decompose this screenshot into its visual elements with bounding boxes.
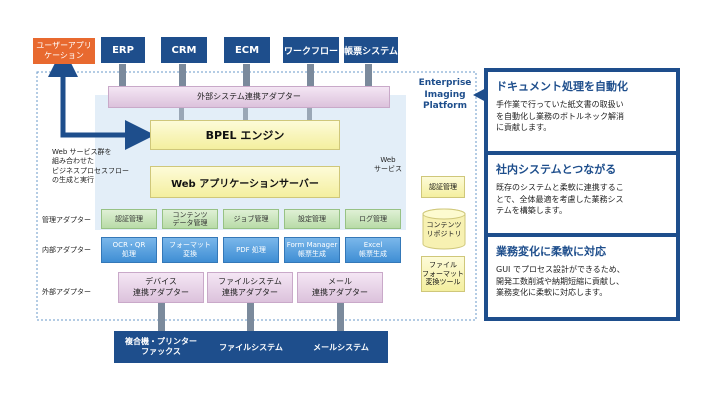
platform-line2: Imaging bbox=[424, 89, 466, 100]
external-adapter-device-line2: 連携アダプター bbox=[133, 287, 189, 297]
feature-card-integration: 社内システムとつながる 既存のシステムと柔軟に連携するこ とで、全体最適を考慮し… bbox=[488, 155, 676, 233]
system-crm: CRM bbox=[161, 37, 207, 63]
web-service-note: Web サービス群を 組み合わせた ビジネスプロセスフロー の生成と実行 bbox=[52, 148, 152, 186]
user-app-line1: ユーザーアプリ bbox=[36, 41, 92, 50]
external-system-adapter-bar: 外部システム連携アダプター bbox=[108, 86, 390, 108]
platform-line1: Enterprise bbox=[418, 78, 472, 88]
external-adapter-mail-line2: 連携アダプター bbox=[312, 287, 368, 297]
feature-card-flexibility: 業務変化に柔軟に対応 GUI でプロセス設計ができるため、 開発工数削減や納期短… bbox=[488, 237, 676, 317]
web-service-label: Web サービス bbox=[370, 152, 406, 178]
external-adapter-mail-line1: メール bbox=[328, 277, 352, 287]
internal-adapter-formmanager-line1: Form Manager bbox=[286, 241, 338, 250]
feature-automation-line2: を自動化し業務のボトルネック解消 bbox=[496, 111, 624, 121]
internal-adapter-format-line1: フォーマット bbox=[169, 241, 211, 250]
feature-integration-line1: 既存のシステムと柔軟に連携するこ bbox=[496, 183, 624, 192]
mgmt-adapter-auth-text: 認証管理 bbox=[115, 214, 143, 223]
mgmt-adapter-content-line1: コンテンツ bbox=[172, 210, 208, 219]
system-ecm: ECM bbox=[224, 37, 270, 63]
internal-adapter-format-line2: 変換 bbox=[183, 250, 197, 258]
internal-adapter-ocr-line1: OCR・QR bbox=[112, 241, 146, 250]
external-adapter-filesystem: ファイルシステム連携アダプター bbox=[207, 272, 293, 303]
feature-title-flexibility: 業務変化に柔軟に対応 bbox=[496, 245, 606, 258]
external-adapter-filesystem-line1: ファイルシステム bbox=[218, 277, 282, 287]
mgmt-adapter-job: ジョブ管理 bbox=[223, 209, 279, 229]
feature-title-integration: 社内システムとつながる bbox=[496, 163, 617, 176]
internal-adapter-pdf-text: PDF 処理 bbox=[236, 245, 266, 254]
internal-adapter-label: 内部アダプター bbox=[42, 246, 91, 254]
bottom-system-filesystem: ファイルシステム bbox=[204, 331, 298, 363]
external-adapter-mail: メール連携アダプター bbox=[297, 272, 383, 303]
external-adapter-filesystem-line2: 連携アダプター bbox=[221, 287, 278, 297]
platform-background bbox=[95, 95, 406, 230]
web-note-line4: の生成と実行 bbox=[52, 176, 94, 185]
bpel-engine: BPEL エンジン bbox=[150, 120, 340, 150]
web-service-line2: サービス bbox=[374, 165, 402, 173]
web-note-line1: Web サービス群を bbox=[52, 148, 112, 156]
feature-card-automation: ドキュメント処理を自動化 手作業で行っていた紙文書の取扱い を自動化し業務のボト… bbox=[488, 72, 676, 151]
converter-line1: ファイル bbox=[429, 260, 457, 269]
web-application-server: Web アプリケーションサーバー bbox=[150, 166, 340, 198]
feature-automation-line3: に貢献します。 bbox=[496, 123, 552, 133]
format-converter-box: ファイルフォーマット変換ツール bbox=[421, 256, 465, 292]
bottom-system-mfp: 複合機・プリンターファックス bbox=[114, 331, 208, 363]
system-workflow: ワークフロー bbox=[283, 37, 339, 63]
feature-flexibility-line3: 業務変化に柔軟に対応します。 bbox=[496, 288, 608, 298]
converter-line2: フォーマット bbox=[422, 269, 464, 278]
repository-cylinder bbox=[422, 208, 466, 250]
repository-line1: コンテンツ bbox=[426, 220, 462, 229]
web-note-line3: ビジネスプロセスフロー bbox=[52, 166, 129, 175]
mgmt-adapter-content-line2: データ管理 bbox=[172, 219, 208, 227]
mgmt-adapter-log-text: ログ管理 bbox=[359, 214, 387, 223]
feature-flexibility-line2: 開発工数削減や納期短縮に貢献し、 bbox=[496, 276, 624, 286]
feature-integration-line2: とで、全体最適を考慮した業務シス bbox=[496, 194, 624, 204]
internal-adapter-pdf: PDF 処理 bbox=[223, 237, 279, 263]
mgmt-adapter-label: 管理アダプター bbox=[42, 216, 91, 224]
external-adapter-label: 外部アダプター bbox=[42, 288, 91, 296]
bottom-system-mfp-line1: 複合機・プリンター bbox=[125, 336, 197, 346]
feature-flexibility-line1: GUI でプロセス設計ができるため、 bbox=[496, 265, 625, 274]
platform-boundary bbox=[36, 71, 477, 321]
internal-adapter-excel-line2: 帳票生成 bbox=[359, 250, 387, 258]
mgmt-adapter-content: コンテンツデータ管理 bbox=[162, 209, 218, 229]
mgmt-adapter-job-text: ジョブ管理 bbox=[233, 214, 269, 223]
internal-adapter-format: フォーマット変換 bbox=[162, 237, 218, 263]
user-app-line2: ケーション bbox=[44, 51, 84, 60]
platform-label: Enterprise Imaging Platform bbox=[414, 78, 476, 113]
internal-adapter-ocr-line2: 処理 bbox=[121, 250, 136, 258]
bottom-system-mfp-line2: ファックス bbox=[141, 347, 181, 356]
feature-automation-line1: 手作業で行っていた紙文書の取扱い bbox=[496, 100, 624, 109]
platform-line3: Platform bbox=[423, 101, 467, 112]
feature-integration-line3: テムを構築します。 bbox=[496, 206, 567, 216]
feature-title-automation: ドキュメント処理を自動化 bbox=[496, 80, 628, 93]
mgmt-adapter-auth: 認証管理 bbox=[101, 209, 157, 229]
external-adapter-device: デバイス連携アダプター bbox=[118, 272, 204, 303]
external-adapter-device-line1: デバイス bbox=[145, 277, 177, 287]
system-erp: ERP bbox=[101, 37, 145, 63]
repository-label: コンテンツリポジトリ bbox=[421, 216, 467, 244]
mgmt-adapter-settings-text: 設定管理 bbox=[298, 214, 326, 223]
converter-line3: 変換ツール bbox=[425, 278, 461, 287]
bottom-system-mail: メールシステム bbox=[294, 331, 388, 363]
right-auth-box: 認証管理 bbox=[421, 176, 465, 198]
mgmt-adapter-log: ログ管理 bbox=[345, 209, 401, 229]
internal-adapter-excel-line1: Excel bbox=[363, 241, 383, 250]
user-application-box: ユーザーアプリ ケーション bbox=[33, 38, 95, 64]
web-note-line2: 組み合わせた bbox=[52, 157, 94, 166]
system-form: 帳票システム bbox=[344, 37, 398, 63]
web-service-line1: Web bbox=[380, 155, 396, 164]
internal-adapter-formmanager-line2: 帳票生成 bbox=[297, 250, 326, 258]
mgmt-adapter-settings: 設定管理 bbox=[284, 209, 340, 229]
repository-line2: リポジトリ bbox=[426, 230, 462, 238]
